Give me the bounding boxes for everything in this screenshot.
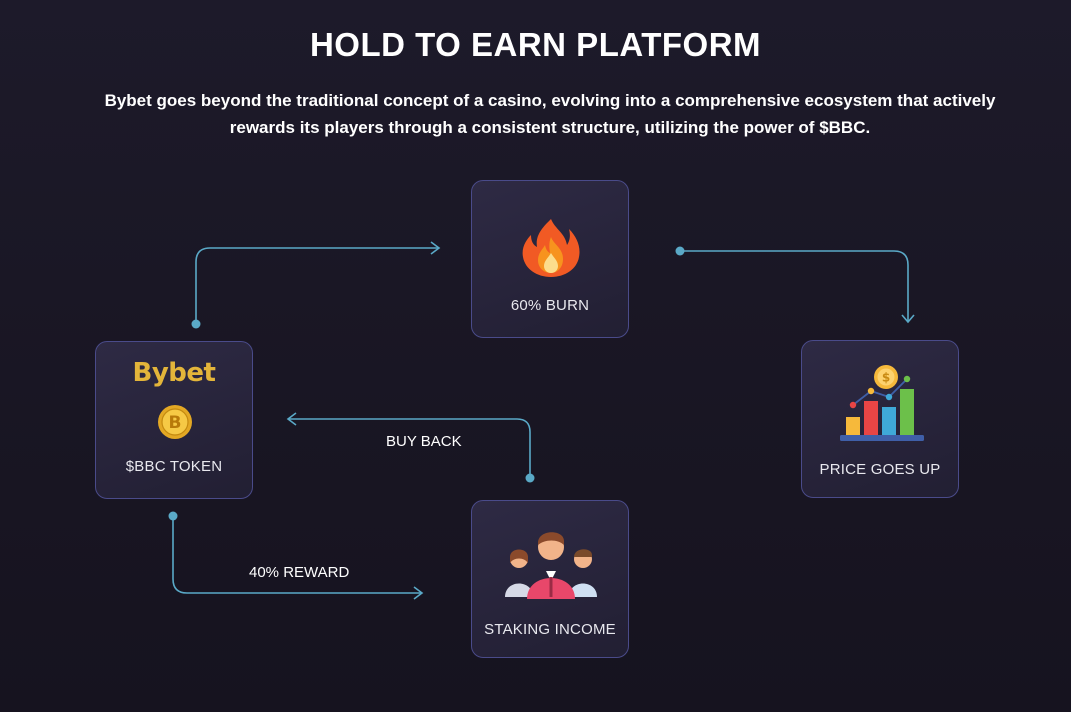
arrowhead-buy-back <box>286 412 297 426</box>
burn-label: 60% BURN <box>510 297 590 314</box>
page-subtitle: Bybet goes beyond the traditional concep… <box>104 91 996 137</box>
connector-buy-back <box>289 418 531 478</box>
token-label: $BBC TOKEN <box>125 458 223 475</box>
connector-dot <box>525 473 535 483</box>
connector-token-to-burn <box>195 247 438 324</box>
arrowhead-burn-to-price <box>901 314 915 324</box>
bybet-logo: Bybet <box>132 358 216 388</box>
connector-dot <box>191 319 201 329</box>
connector-dot <box>675 246 685 256</box>
svg-text:$: $ <box>882 371 890 385</box>
burn-card: 60% BURN <box>471 180 629 338</box>
fire-icon <box>522 219 580 277</box>
connector-burn-to-price <box>680 250 909 321</box>
arrowhead-reward <box>413 586 424 600</box>
people-group-icon <box>505 532 597 599</box>
page-title: HOLD TO EARN PLATFORM <box>309 26 762 63</box>
price-card: $ PRICE GOES UP <box>801 340 959 498</box>
reward-label: 40% REWARD <box>249 564 350 581</box>
token-card: Bybet B $BBC TOKEN <box>95 341 253 499</box>
connector-dot <box>168 511 178 521</box>
svg-text:B: B <box>169 413 182 433</box>
price-label: PRICE GOES UP <box>819 461 941 478</box>
arrowhead-token-to-burn <box>430 241 441 255</box>
staking-label: STAKING INCOME <box>484 621 616 638</box>
bar-chart-coin-icon: $ <box>840 365 924 441</box>
staking-card: STAKING INCOME <box>471 500 629 658</box>
bbc-coin-icon: B <box>158 405 192 439</box>
buy-back-label: BUY BACK <box>386 433 462 450</box>
connector-reward <box>172 516 421 594</box>
